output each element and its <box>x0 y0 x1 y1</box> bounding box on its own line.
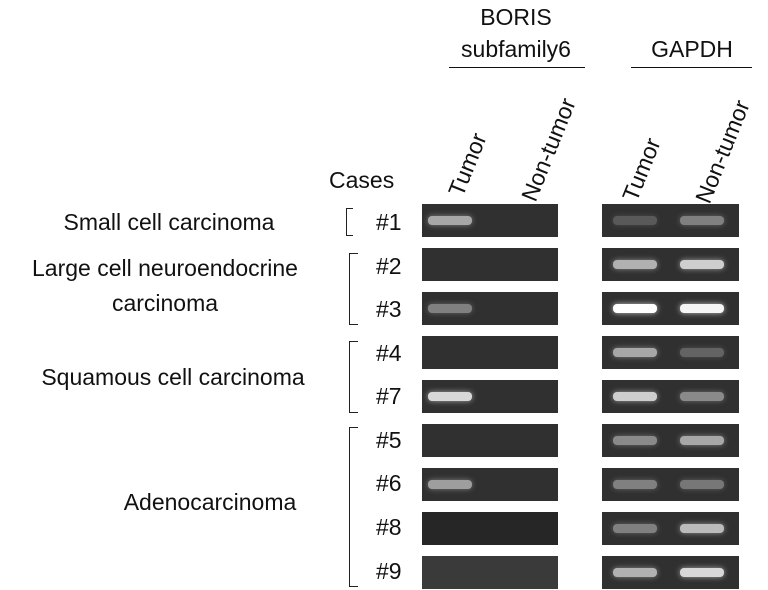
bracket-lcnec <box>349 253 358 325</box>
boris-gel-strip <box>422 292 558 325</box>
gapdh-band-nontumor <box>680 523 724 533</box>
gapdh-band-tumor <box>613 391 657 401</box>
case-label: #3 <box>376 296 402 322</box>
boris-band-tumor <box>428 391 472 401</box>
gapdh-band-nontumor <box>680 259 724 269</box>
gapdh-gel-strip <box>602 468 739 501</box>
case-label: #4 <box>376 340 402 366</box>
boris-gel-strip <box>422 424 558 457</box>
boris-gel-strip <box>422 468 558 501</box>
case-label: #7 <box>376 383 402 409</box>
gapdh-band-nontumor <box>680 435 724 445</box>
lane-label-boris-tumor: Tumor <box>443 129 492 200</box>
case-label: #6 <box>376 470 402 496</box>
boris-band-tumor <box>428 215 472 225</box>
gapdh-band-nontumor <box>680 347 724 357</box>
group-label-lcnec-line1: Large cell neuroendocrine <box>32 255 298 281</box>
gapdh-band-tumor <box>613 567 657 577</box>
gapdh-band-nontumor <box>680 567 724 577</box>
boris-gel-strip <box>422 380 558 413</box>
gapdh-band-nontumor <box>680 479 724 489</box>
bracket-adeno <box>349 427 358 587</box>
boris-gel-strip <box>422 556 558 589</box>
gapdh-band-nontumor <box>680 391 724 401</box>
case-label: #9 <box>376 558 402 584</box>
gapdh-gel-strip <box>602 248 739 281</box>
bracket-squamous <box>349 341 358 413</box>
gapdh-header-underline <box>631 67 752 68</box>
group-label-adeno: Adenocarcinoma <box>123 489 297 515</box>
gapdh-gel-strip <box>602 512 739 545</box>
boris-gel-strip <box>422 336 558 369</box>
case-label: #8 <box>376 514 402 540</box>
gapdh-gel-strip <box>602 292 739 325</box>
case-label: #1 <box>376 209 402 235</box>
gapdh-band-tumor <box>613 259 657 269</box>
gapdh-gel-strip <box>602 424 739 457</box>
boris-band-tumor <box>428 479 472 489</box>
gapdh-gel-strip <box>602 380 739 413</box>
boris-gel-strip <box>422 248 558 281</box>
gapdh-band-tumor <box>613 215 657 225</box>
group-label-lcnec-line2: carcinoma <box>111 290 219 316</box>
gapdh-gel-strip <box>602 556 739 589</box>
bracket-small-cell <box>346 208 353 236</box>
group-label-squamous: Squamous cell carcinoma <box>41 364 305 390</box>
gapdh-header: GAPDH <box>651 36 733 62</box>
lane-label-gapdh-nontumor: Non-tumor <box>690 96 755 207</box>
gapdh-band-nontumor <box>680 215 724 225</box>
boris-gel-strip <box>422 204 558 237</box>
gapdh-band-tumor <box>613 523 657 533</box>
boris-header-line1: BORIS <box>480 4 552 30</box>
gapdh-band-nontumor <box>680 303 724 313</box>
gapdh-gel-strip <box>602 336 739 369</box>
case-label: #2 <box>376 253 402 279</box>
boris-gel-strip <box>422 512 558 545</box>
lane-label-gapdh-tumor: Tumor <box>617 134 666 205</box>
gapdh-band-tumor <box>613 479 657 489</box>
gapdh-band-tumor <box>613 303 657 313</box>
case-label: #5 <box>376 427 402 453</box>
gapdh-band-tumor <box>613 347 657 357</box>
gapdh-band-tumor <box>613 435 657 445</box>
boris-header-underline <box>449 67 585 68</box>
group-label-small-cell: Small cell carcinoma <box>63 209 275 235</box>
lane-label-boris-nontumor: Non-tumor <box>516 94 581 205</box>
boris-band-tumor <box>428 303 472 313</box>
gapdh-gel-strip <box>602 204 739 237</box>
boris-header-line2: subfamily6 <box>461 36 571 62</box>
cases-header: Cases <box>329 167 395 193</box>
